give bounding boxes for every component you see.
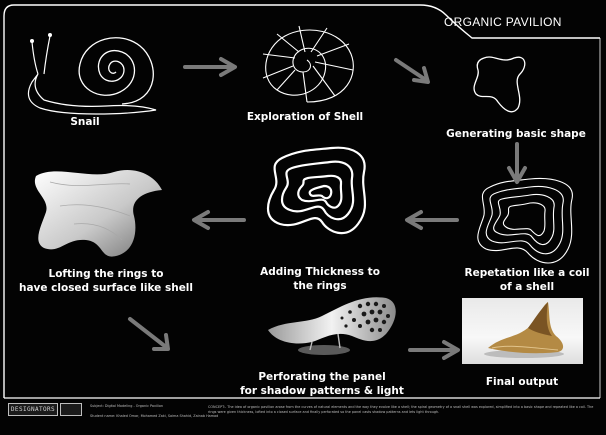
- flow-arrow-icon: [183, 57, 243, 77]
- caption-final-output: Final output: [472, 375, 572, 389]
- nautilus-shell-icon: [255, 22, 360, 106]
- coil-rings-icon: [472, 175, 580, 273]
- caption-lofting-rings: Lofting the rings to have closed surface…: [6, 267, 206, 295]
- board-title: ORGANIC PAVILION: [444, 15, 594, 29]
- caption-generating-basic-shape: Generating basic shape: [436, 127, 596, 141]
- credits-line-1: Subject: Digital Modeling - Organic Pavi…: [90, 404, 163, 409]
- credits-line-2: Student name: Khaled Omar, Mohamed Zaki,…: [90, 414, 218, 419]
- studio-logo-mark: [60, 403, 82, 416]
- flow-arrow-icon: [507, 142, 527, 188]
- thick-rings-icon: [260, 144, 375, 244]
- lofted-surface-icon: [30, 162, 165, 262]
- flow-arrow-icon: [408, 340, 462, 360]
- flow-arrow-icon: [405, 210, 459, 230]
- caption-exploration-of-shell: Exploration of Shell: [240, 110, 370, 124]
- caption-snail: Snail: [55, 115, 115, 129]
- snail-icon: [10, 22, 160, 117]
- perforated-panel-icon: [262, 290, 402, 360]
- studio-logo: DESIGNATORS: [8, 403, 58, 416]
- caption-adding-thickness: Adding Thickness to the rings: [240, 265, 400, 293]
- basic-shape-icon: [468, 50, 530, 118]
- flow-arrow-icon: [192, 210, 246, 230]
- final-output-photo: [462, 298, 583, 364]
- caption-repetition-coil: Repetation like a coil of a shell: [452, 266, 602, 294]
- concept-text: CONCEPT:- The idea of organic pavilion a…: [208, 405, 598, 415]
- flow-arrow-icon: [392, 56, 436, 88]
- caption-perforating-panel: Perforating the panel for shadow pattern…: [232, 370, 412, 398]
- flow-arrow-icon: [126, 315, 176, 355]
- pavilion-model-icon: [462, 298, 583, 364]
